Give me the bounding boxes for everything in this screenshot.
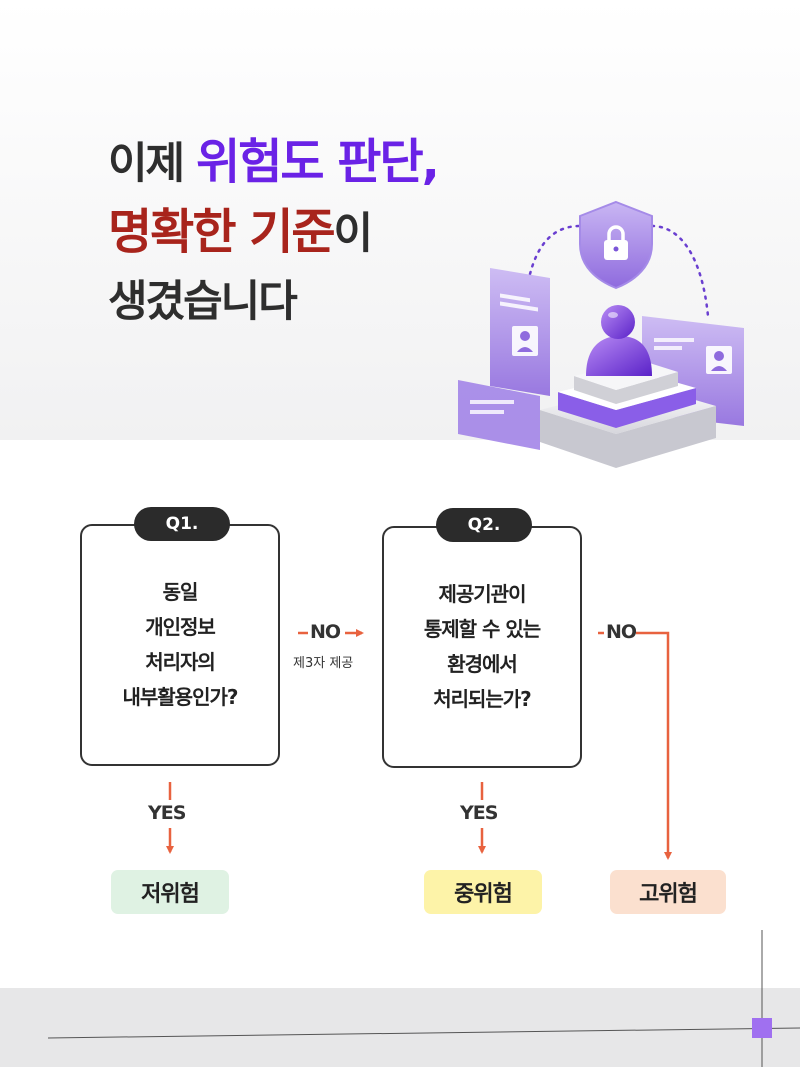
result-medium-risk: 중위험 [424,870,542,914]
headline-highlight-risk: 위험도 판단, [196,134,440,190]
question-box-q1: 동일 개인정보 처리자의 내부활용인가? [80,524,280,766]
shield-lock-icon [579,200,653,290]
person-icon [586,305,652,376]
edge-label-q2-no: NO [606,621,637,643]
question-text-q1: 동일 개인정보 처리자의 내부활용인가? [122,580,238,709]
question-box-q2: 제공기관이 통제할 수 있는 환경에서 처리되는가? [382,526,582,768]
question-tag-q1: Q1. [134,507,230,541]
question-tag-q2: Q2. [436,508,532,542]
footer-band [0,988,800,1067]
footer-accent-square [752,1018,772,1038]
edge-label-q2-yes: YES [460,802,498,824]
headline-line-2: 명확한 기준이 [108,204,373,260]
edge-sublabel-third-party: 제3자 제공 [293,656,354,671]
pedestal [540,360,716,468]
headline-line-1: 이제 위험도 판단, [108,134,440,190]
profile-card-icon [490,268,550,396]
headline-line-3: 생겼습니다 [108,277,298,327]
headline: 이제 위험도 판단, 명확한 기준이 생겼습니다 [108,128,440,336]
arrow-q2-no-path [636,631,672,860]
result-high-risk: 고위험 [610,870,726,914]
headline-highlight-criteria: 명확한 기준 [108,204,336,260]
edge-label-q1-no: NO [310,621,341,643]
security-illustration [458,200,744,468]
edge-label-q1-yes: YES [148,802,186,824]
question-text-q2: 제공기관이 통제할 수 있는 환경에서 처리되는가? [423,582,541,711]
result-low-risk: 저위험 [111,870,229,914]
footer-line-horizontal [47,1027,800,1039]
